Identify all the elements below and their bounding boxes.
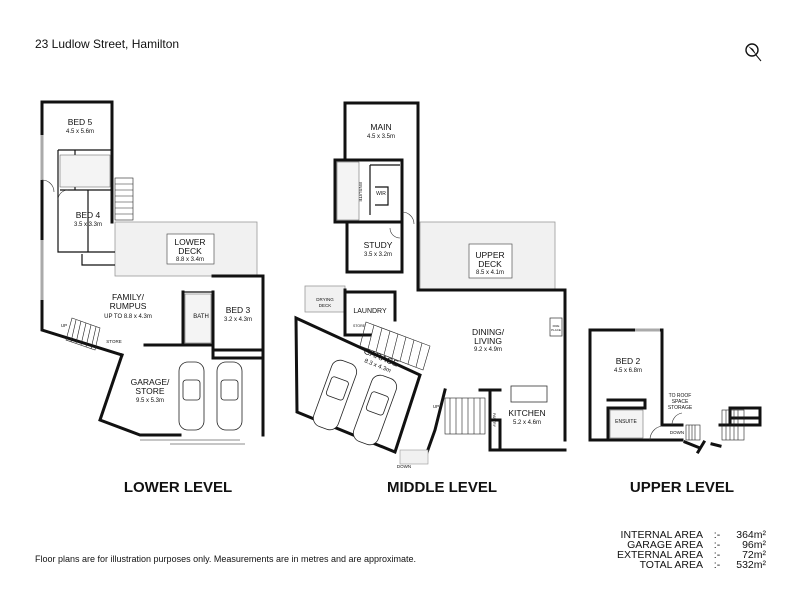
car-icon bbox=[352, 374, 398, 446]
room-name: BED 2 bbox=[616, 356, 641, 366]
room-name: LOWER bbox=[174, 237, 205, 247]
room-name: PLACE bbox=[551, 328, 561, 332]
room-name: FIRE bbox=[553, 324, 560, 328]
room-name: KITCHEN bbox=[508, 408, 545, 418]
lower-level-plan: BED 5 4.5 x 5.6m BED 4 3.5 x 3.3m LOWER … bbox=[40, 100, 265, 496]
room-dims: 8.5 x 4.1m bbox=[476, 270, 504, 276]
room-name: BED 5 bbox=[68, 117, 93, 127]
car-icon bbox=[216, 361, 243, 431]
room-dims: 3.5 x 3.2m bbox=[364, 252, 392, 258]
area-separator: :- bbox=[713, 559, 721, 571]
room-name: BED 3 bbox=[226, 305, 251, 315]
room-name: FAMILY/ bbox=[112, 292, 145, 302]
area-value: 72m² bbox=[742, 549, 766, 561]
room-name: DECK bbox=[319, 303, 332, 308]
room-name: BED 4 bbox=[76, 210, 101, 220]
area-value: 364m² bbox=[736, 529, 766, 541]
room-name: DINING/ bbox=[472, 327, 505, 337]
room-name: STORE bbox=[106, 339, 121, 344]
property-address: 23 Ludlow Street, Hamilton bbox=[35, 37, 180, 51]
area-row: INTERNAL AREA :- 364m² bbox=[617, 529, 766, 541]
car-icon bbox=[312, 359, 358, 431]
room-dims: 9.2 x 4.9m bbox=[474, 347, 502, 353]
area-label: GARAGE AREA bbox=[627, 539, 703, 551]
stair-direction: DOWN bbox=[397, 464, 411, 469]
room-dims: 4.5 x 6.8m bbox=[614, 368, 642, 374]
area-separator: :- bbox=[713, 539, 721, 551]
room-name: ENSUITE bbox=[615, 419, 637, 425]
kitchen-island bbox=[510, 385, 548, 403]
area-label: INTERNAL AREA bbox=[620, 529, 703, 541]
area-row: GARAGE AREA :- 96m² bbox=[617, 539, 766, 551]
room-name: DECK bbox=[178, 246, 202, 256]
stair-direction: UP bbox=[61, 323, 67, 328]
area-value: 96m² bbox=[742, 539, 766, 551]
room-name: WIR bbox=[376, 191, 386, 197]
note-text: TO ROOF bbox=[669, 393, 692, 399]
note-text: STORAGE bbox=[668, 405, 693, 411]
room-dims: 3.2 x 4.3m bbox=[224, 317, 252, 323]
room-name: DECK bbox=[478, 259, 502, 269]
area-separator: :- bbox=[713, 529, 721, 541]
fireplace bbox=[549, 317, 563, 337]
area-summary: INTERNAL AREA :- 364m² GARAGE AREA :- 96m² E… bbox=[617, 529, 766, 571]
area-separator: :- bbox=[713, 549, 721, 561]
upper-level-plan: BED 2 4.5 x 6.8m TO ROOF SPACE STORAGE E… bbox=[588, 328, 762, 496]
middle-level-plan: MAIN 4.5 x 3.5m ENSUITE WIR STUDY 3.5 x … bbox=[294, 101, 567, 496]
north-arrow-icon bbox=[745, 43, 762, 62]
room-name: STORE bbox=[135, 386, 164, 396]
room-dims: UP TO 8.8 x 4.3m bbox=[104, 314, 152, 320]
room-dims: 9.5 x 5.3m bbox=[136, 398, 164, 404]
area-label: EXTERNAL AREA bbox=[617, 549, 703, 561]
room-name: MAIN bbox=[370, 122, 391, 132]
room-name: STUDY bbox=[364, 240, 393, 250]
area-label: TOTAL AREA bbox=[639, 559, 703, 571]
room-name: STORE bbox=[353, 324, 366, 328]
room-name: LAUNDRY bbox=[353, 308, 387, 315]
level-title: LOWER LEVEL bbox=[124, 479, 232, 496]
room-name: ENSUITE bbox=[358, 182, 363, 202]
room-name: DRYING bbox=[316, 297, 334, 302]
room-dims: 8.8 x 3.4m bbox=[176, 257, 204, 263]
room-name: UPPER bbox=[475, 250, 504, 260]
level-title: MIDDLE LEVEL bbox=[387, 479, 497, 496]
room-dims: 5.2 x 4.6m bbox=[513, 420, 541, 426]
disclaimer: Floor plans are for illustration purpose… bbox=[35, 554, 417, 564]
area-value: 532m² bbox=[736, 559, 766, 571]
stair-direction: DOWN bbox=[670, 430, 684, 435]
level-title: UPPER LEVEL bbox=[630, 479, 734, 496]
room-name: PANTRY bbox=[492, 413, 496, 428]
stair-direction: UP bbox=[433, 404, 439, 409]
area-row: TOTAL AREA :- 532m² bbox=[617, 559, 766, 571]
area-row: EXTERNAL AREA :- 72m² bbox=[617, 549, 766, 561]
room-dims: 4.5 x 5.6m bbox=[66, 129, 94, 135]
room-name: RUMPUS bbox=[110, 301, 147, 311]
note-text: SPACE bbox=[672, 399, 689, 405]
room-name: LIVING bbox=[474, 336, 502, 346]
car-icon bbox=[178, 361, 205, 431]
room-dims: 4.5 x 3.5m bbox=[367, 134, 395, 140]
room-name: GARAGE/ bbox=[131, 377, 170, 387]
room-dims: 3.5 x 3.3m bbox=[74, 222, 102, 228]
room-name: BATH bbox=[193, 314, 209, 320]
